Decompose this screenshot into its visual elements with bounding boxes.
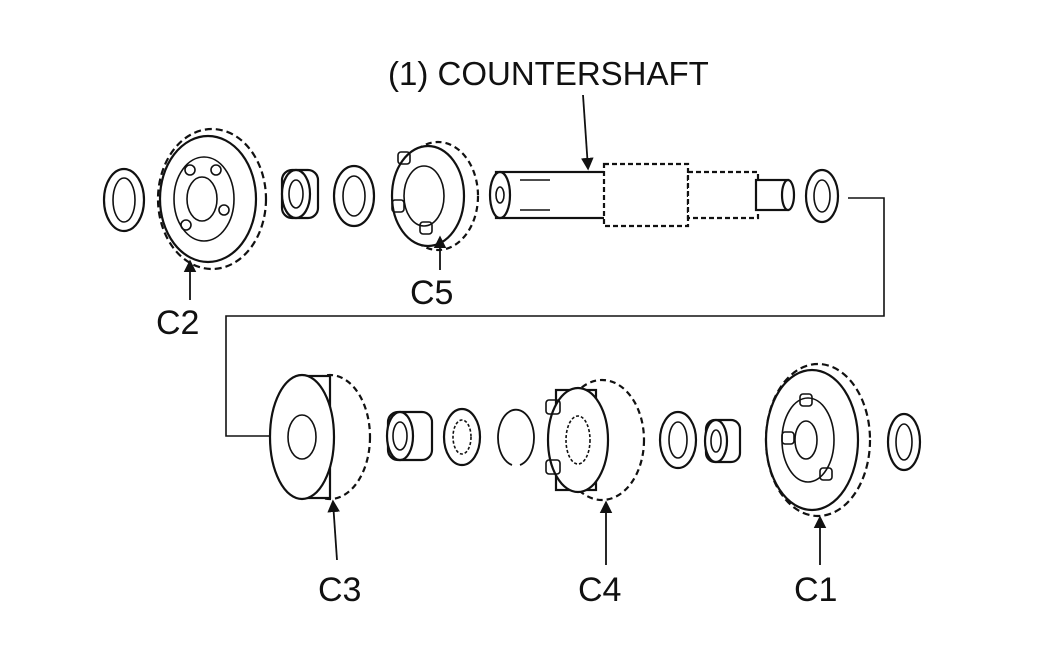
gear-c1 bbox=[764, 362, 872, 518]
bushing-lower bbox=[385, 410, 434, 462]
end-washer-lower bbox=[886, 412, 922, 472]
label-c2: C2 bbox=[156, 304, 199, 342]
label-c1: C1 bbox=[794, 571, 837, 609]
label-c5: C5 bbox=[410, 274, 453, 312]
c3-arrow bbox=[327, 499, 340, 561]
washer-upper bbox=[332, 164, 376, 228]
countershaft-arrow bbox=[581, 94, 594, 171]
end-washer-upper bbox=[804, 168, 840, 224]
gear-c3 bbox=[268, 373, 372, 501]
gear-c2 bbox=[156, 127, 268, 271]
spline-washer bbox=[442, 407, 482, 467]
row-connector-line bbox=[225, 197, 885, 437]
bushing-small bbox=[703, 418, 742, 464]
gear-c5 bbox=[390, 140, 480, 252]
label-c4: C4 bbox=[578, 571, 621, 609]
gear-c4 bbox=[545, 378, 646, 502]
thrust-washer bbox=[102, 167, 146, 233]
washer-lower bbox=[658, 410, 698, 470]
countershaft bbox=[488, 162, 796, 228]
label-c3: C3 bbox=[318, 571, 361, 609]
snap-ring bbox=[497, 408, 535, 466]
bushing-upper bbox=[280, 168, 320, 220]
countershaft-title: (1) COUNTERSHAFT bbox=[388, 55, 709, 92]
